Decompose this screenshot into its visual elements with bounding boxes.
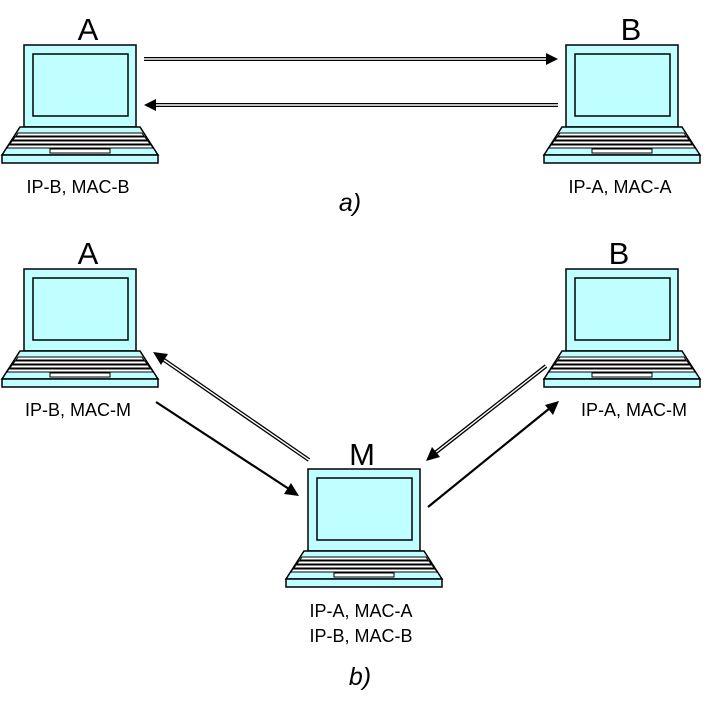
host-b-label: B (621, 12, 642, 47)
host-b-address: IP-A, MAC-A (568, 177, 671, 197)
host-m-label: M (349, 437, 375, 472)
caption-a: a) (339, 189, 361, 217)
host-a-laptop-icon (0, 44, 160, 164)
host-a-laptop-icon (0, 268, 160, 388)
arrow-b-to-a (144, 99, 558, 111)
host-a-address: IP-B, MAC-M (25, 400, 131, 420)
host-m-address-line-1: IP-A, MAC-A (309, 601, 412, 621)
host-b-laptop-icon (542, 44, 702, 164)
host-a-address: IP-B, MAC-B (26, 177, 129, 197)
arrow-b-to-m (426, 364, 548, 461)
host-b-address: IP-A, MAC-M (581, 400, 687, 420)
arrow-m-to-b (427, 401, 559, 508)
arrow-a-to-b (144, 53, 558, 65)
caption-b: b) (349, 663, 371, 691)
host-m-address-line-2: IP-B, MAC-B (309, 626, 412, 646)
arrow-m-to-a (153, 352, 311, 462)
host-m-laptop-icon (284, 468, 444, 588)
host-a-label: A (78, 236, 99, 271)
host-b-label: B (609, 236, 630, 271)
arrow-a-to-m (155, 401, 299, 496)
host-b-laptop-icon (542, 268, 702, 388)
panel-b: A B M IP-B, MAC-M IP-A, MAC-M IP (0, 236, 702, 691)
panel-a: A B IP-B, MAC-B IP-A, MAC-A a) (0, 12, 702, 217)
host-a-label: A (78, 12, 99, 47)
